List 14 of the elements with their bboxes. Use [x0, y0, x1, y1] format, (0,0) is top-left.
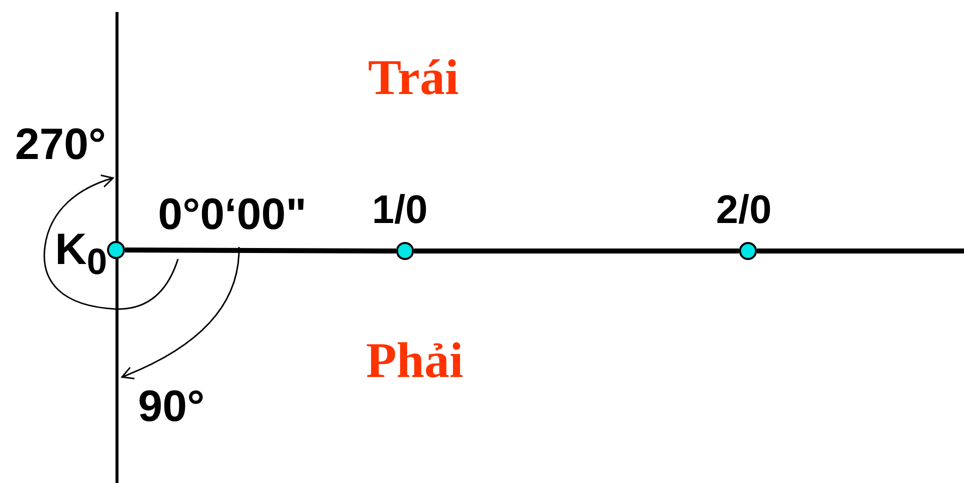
station-label: 2/0 [716, 190, 772, 230]
route-line [757, 248, 964, 254]
station-point [396, 242, 414, 260]
station-label: K$_{0}$ [55, 228, 108, 280]
route-line [414, 248, 739, 254]
route-line [125, 248, 396, 254]
station-point [739, 242, 757, 260]
station-point [107, 241, 125, 259]
angle-label: 0°0‘00" [158, 193, 307, 237]
side-label: Trái [368, 52, 459, 102]
angle-label: 270° [15, 123, 106, 167]
angle-label: 90° [138, 385, 205, 429]
side-label: Phải [366, 335, 464, 385]
station-label: 1/0 [372, 190, 428, 230]
